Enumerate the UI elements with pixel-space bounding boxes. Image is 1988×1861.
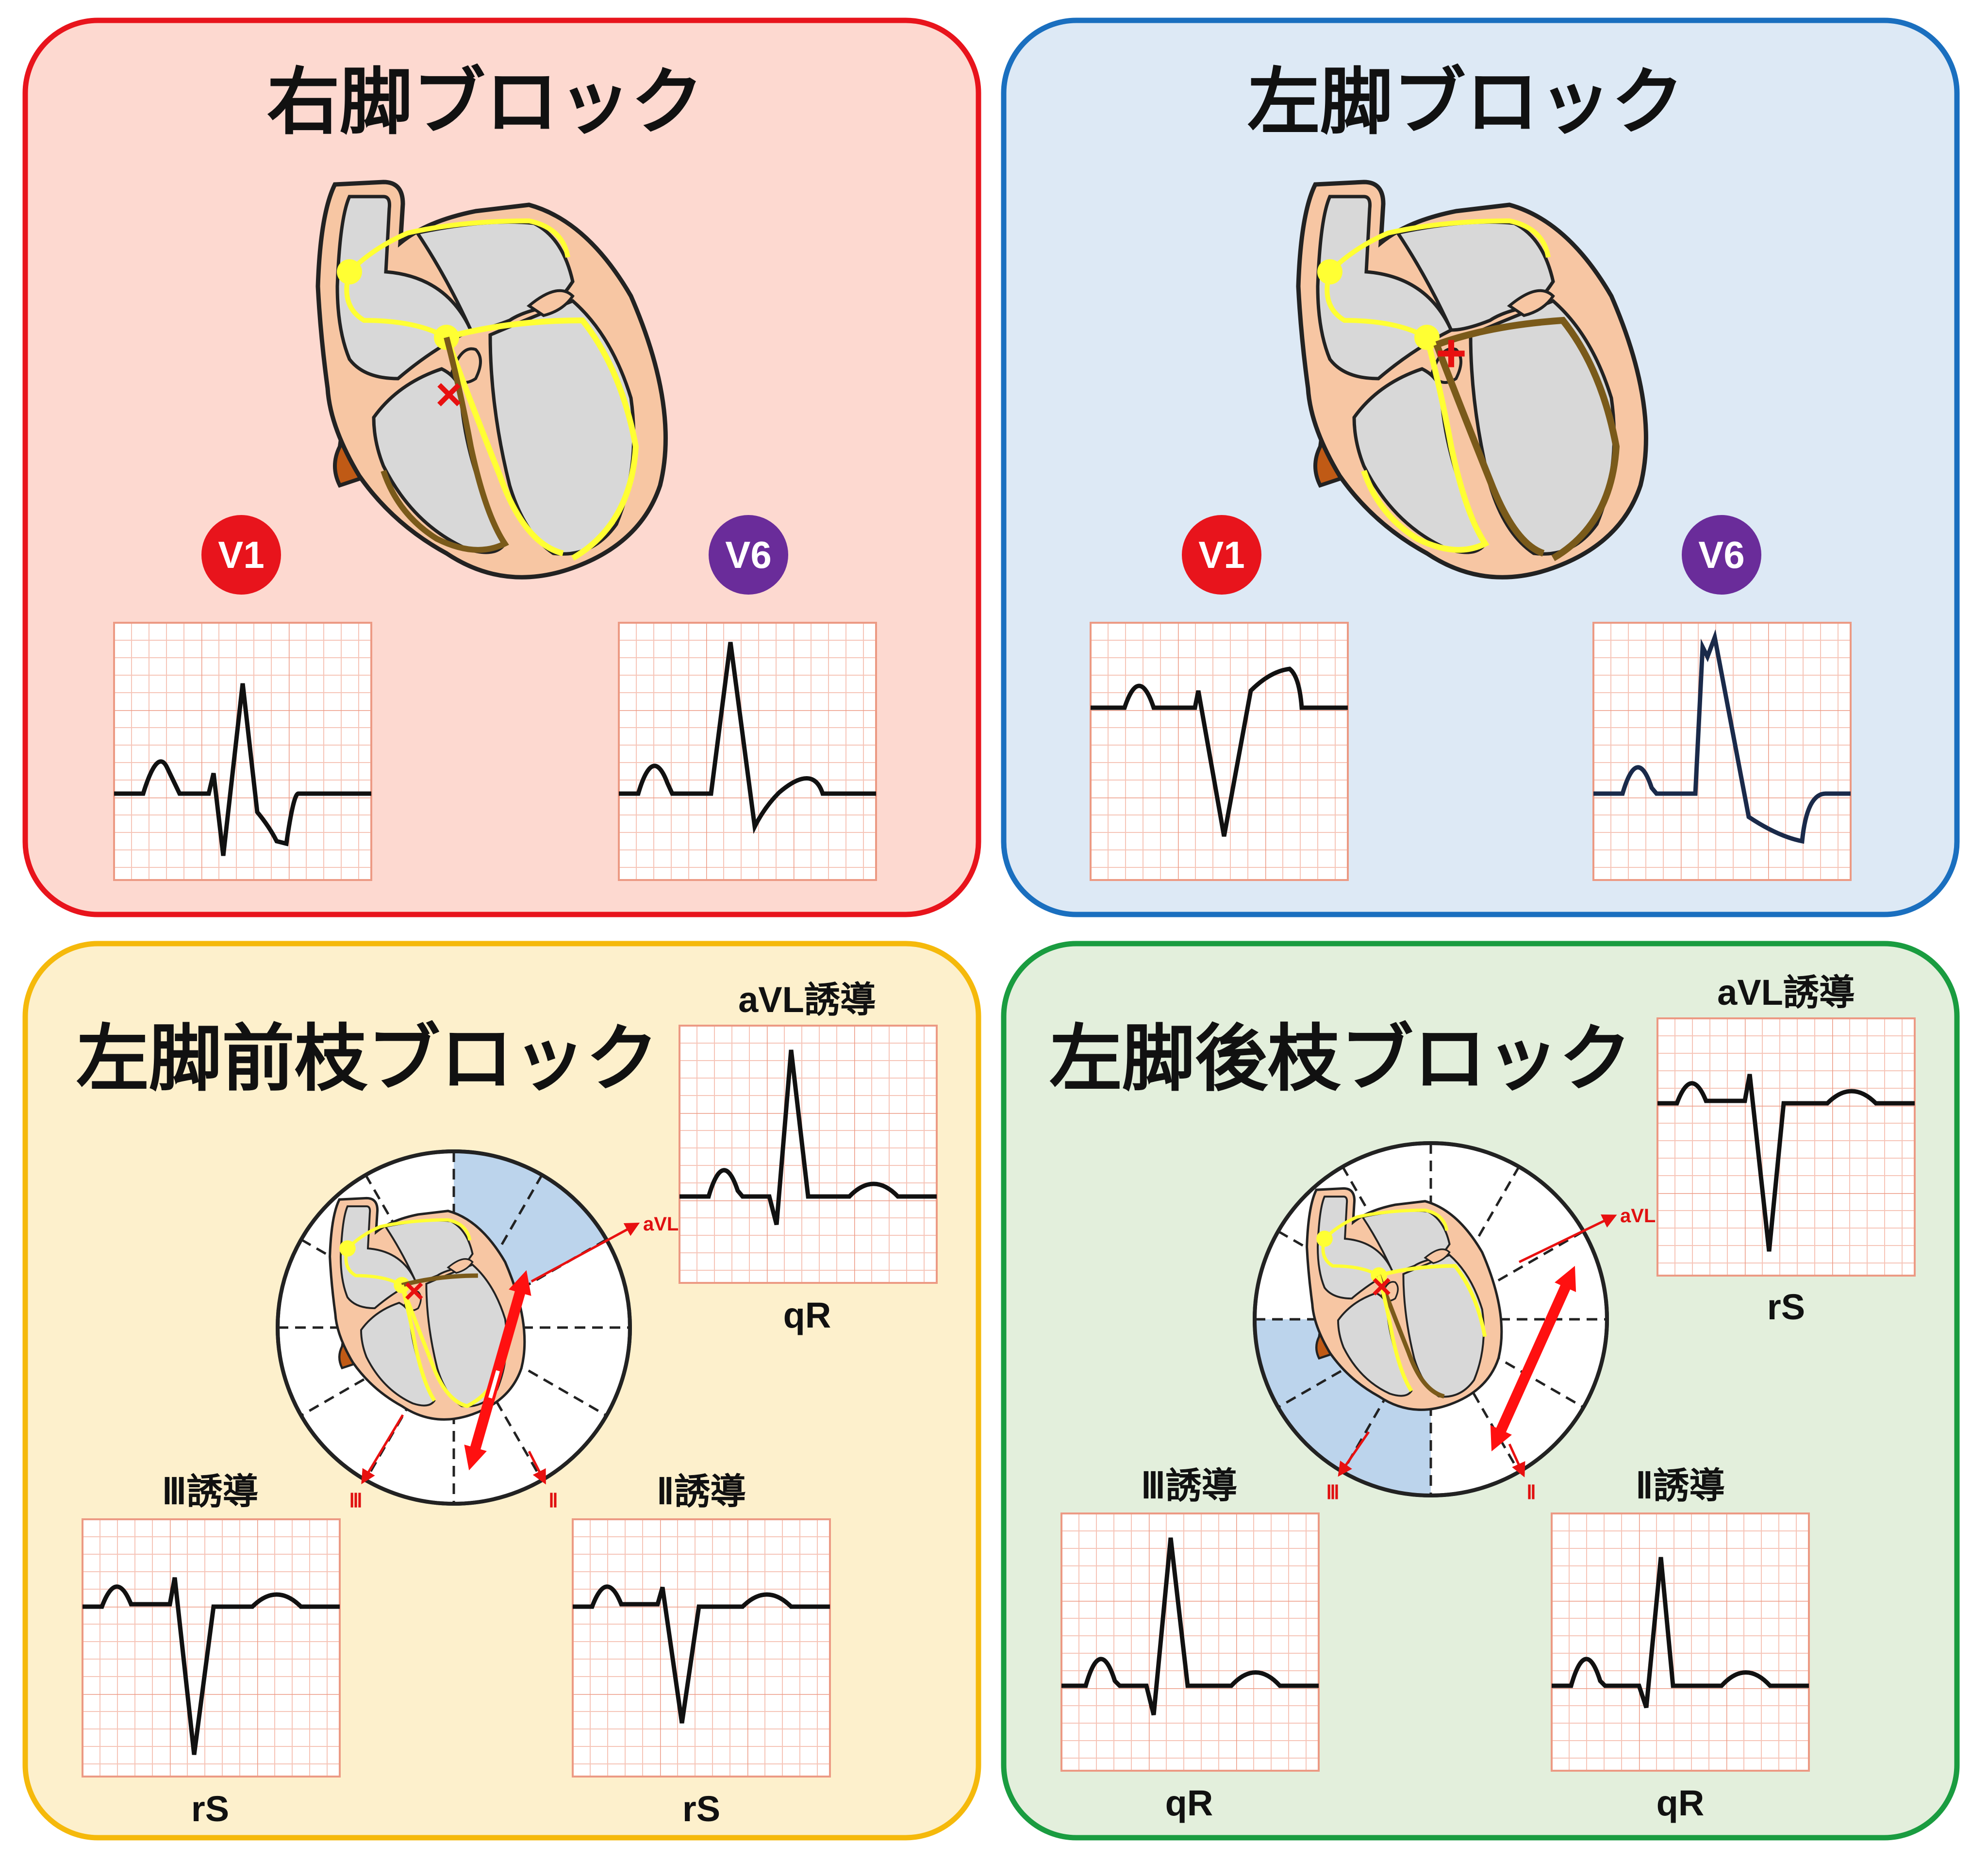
hexaxial-diagram-lpfb: × aVL Ⅲ Ⅱ — [1253, 1141, 1656, 1503]
lafb-iii-pattern: rS — [191, 1789, 229, 1829]
avl-axis-arrow — [1518, 1214, 1617, 1263]
v6-badge — [709, 515, 788, 595]
avl-axis-label: aVL — [1620, 1205, 1656, 1227]
panel-lbbb: 左脚ブロック + V1 V6 — [1001, 17, 1960, 917]
ii-axis-label: Ⅱ — [1526, 1482, 1536, 1503]
v1-badge — [1182, 515, 1261, 595]
iii-axis-arrow — [1338, 1431, 1370, 1477]
panel-lafb: 左脚前枝ブロック × — [22, 941, 981, 1841]
ii-axis-arrow — [528, 1450, 546, 1485]
panel-rbbb: 右脚ブロック × V1 V6 — [22, 17, 981, 917]
sa-node-pathway — [348, 218, 570, 274]
v1-badge — [201, 515, 281, 595]
left-bundle-branch-blocked — [1435, 316, 1620, 562]
v6-badge — [1682, 515, 1761, 595]
panel-lpfb: 左脚後枝ブロック × — [1001, 941, 1960, 1841]
ecg-lafb-iii — [82, 1518, 341, 1778]
lafb-avl-pattern: qR — [783, 1295, 831, 1335]
panel-lpfb-title: 左脚後枝ブロック — [1049, 1017, 1632, 1101]
heart-diagram-rbbb: × — [318, 182, 665, 577]
ecg-trace — [619, 642, 876, 834]
heart-diagram-lbbb: + — [1298, 182, 1646, 577]
block-site-marker: × — [435, 368, 463, 420]
iii-axis-label: Ⅲ — [349, 1490, 363, 1512]
lpfb-iii-pattern: qR — [1165, 1783, 1213, 1823]
ecg-rbbb-v1 — [113, 622, 372, 881]
left-bundle-branch — [446, 317, 639, 561]
ecg-trace — [83, 1577, 340, 1755]
ecg-trace — [1061, 1537, 1319, 1716]
ecg-trace — [114, 683, 371, 856]
lpfb-ii-lead-label: Ⅱ誘導 — [1636, 1465, 1725, 1506]
v6-badge-label: V6 — [1698, 533, 1744, 576]
ecg-trace — [573, 1584, 830, 1724]
sa-node — [337, 259, 362, 284]
ecg-lpfb-iii — [1060, 1512, 1320, 1772]
ecg-trace — [1657, 1074, 1915, 1252]
panel-lbbb-title: 左脚ブロック — [1247, 60, 1684, 145]
ecg-lpfb-ii — [1551, 1512, 1810, 1772]
right-bundle-branch — [1361, 336, 1490, 553]
sa-node — [1317, 259, 1342, 284]
v1-badge-label: V1 — [218, 533, 264, 576]
iii-axis-label: Ⅲ — [1326, 1482, 1340, 1503]
ecg-lbbb-v1 — [1090, 622, 1349, 881]
block-site-marker: + — [1436, 323, 1467, 383]
lafb-ii-lead-label: Ⅱ誘導 — [657, 1471, 746, 1512]
ecg-trace — [1091, 666, 1348, 837]
ecg-lbbb-v6 — [1592, 622, 1852, 881]
lafb-ii-pattern: rS — [682, 1789, 720, 1829]
ecg-lafb-avl — [679, 1025, 938, 1284]
ecg-trace — [1593, 629, 1851, 844]
ecg-trace — [679, 1049, 937, 1226]
ii-axis-label: Ⅱ — [548, 1490, 558, 1512]
iii-axis-arrow — [361, 1414, 404, 1484]
avl-axis-arrow — [530, 1222, 640, 1283]
svg-text:×: × — [404, 1271, 425, 1311]
ecg-rbbb-v6 — [618, 622, 877, 881]
avl-axis-label: aVL — [643, 1213, 679, 1235]
lafb-avl-lead-label: aVL誘導 — [738, 980, 876, 1020]
lpfb-ii-pattern: qR — [1657, 1783, 1705, 1823]
lpfb-avl-pattern: rS — [1767, 1287, 1805, 1327]
v6-badge-label: V6 — [725, 533, 771, 576]
qrs-axis-arrow — [1490, 1265, 1576, 1452]
v1-badge-label: V1 — [1198, 533, 1244, 576]
qrs-axis-arrow — [464, 1270, 531, 1471]
svg-text:×: × — [1371, 1267, 1392, 1306]
ecg-lpfb-avl — [1657, 1017, 1916, 1277]
hexaxial-diagram-lafb: × aVL Ⅲ Ⅱ — [276, 1149, 679, 1512]
lpfb-avl-lead-label: aVL誘導 — [1717, 972, 1855, 1013]
ecg-lafb-ii — [572, 1518, 831, 1778]
panel-rbbb-title: 右脚ブロック — [267, 60, 704, 145]
lafb-iii-lead-label: Ⅲ誘導 — [162, 1471, 258, 1512]
right-bundle-branch-blocked — [381, 336, 509, 553]
panel-lafb-title: 左脚前枝ブロック — [76, 1017, 659, 1101]
lpfb-iii-lead-label: Ⅲ誘導 — [1141, 1465, 1237, 1506]
ecg-trace — [1552, 1557, 1809, 1709]
